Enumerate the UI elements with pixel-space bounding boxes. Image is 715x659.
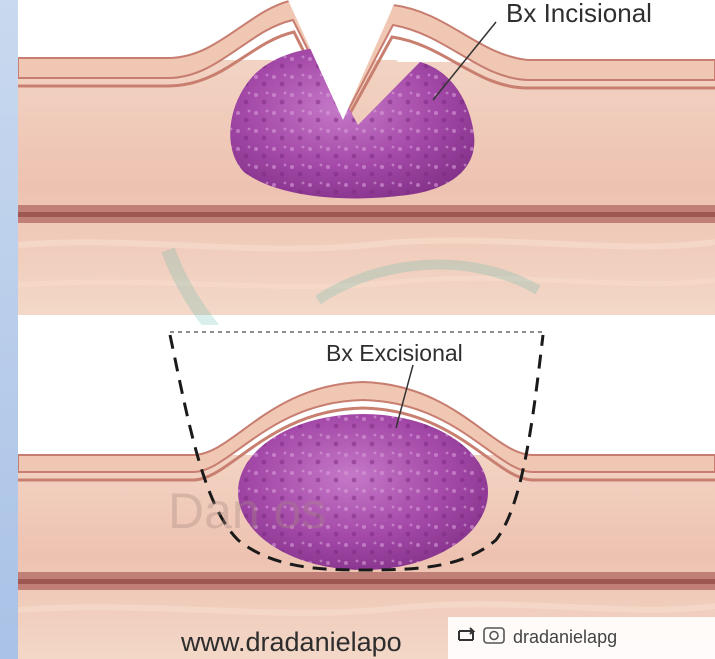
incisional-section: Bx Incisional [18,0,715,315]
excisional-section: Bx Excisional Dan os [18,325,715,659]
label-incisional: Bx Incisional [506,0,652,28]
label-excisional: Bx Excisional [326,340,463,366]
biopsy-diagram-panel: Bx Incisional Bx Excisional Dan os [18,0,715,659]
biopsy-diagram: Bx Incisional Bx Excisional Dan os [18,0,715,659]
watermark-text: Dan os [168,483,326,539]
instagram-handle: dradanielapg [513,627,617,647]
website-url: www.dradanielapo [180,627,402,657]
